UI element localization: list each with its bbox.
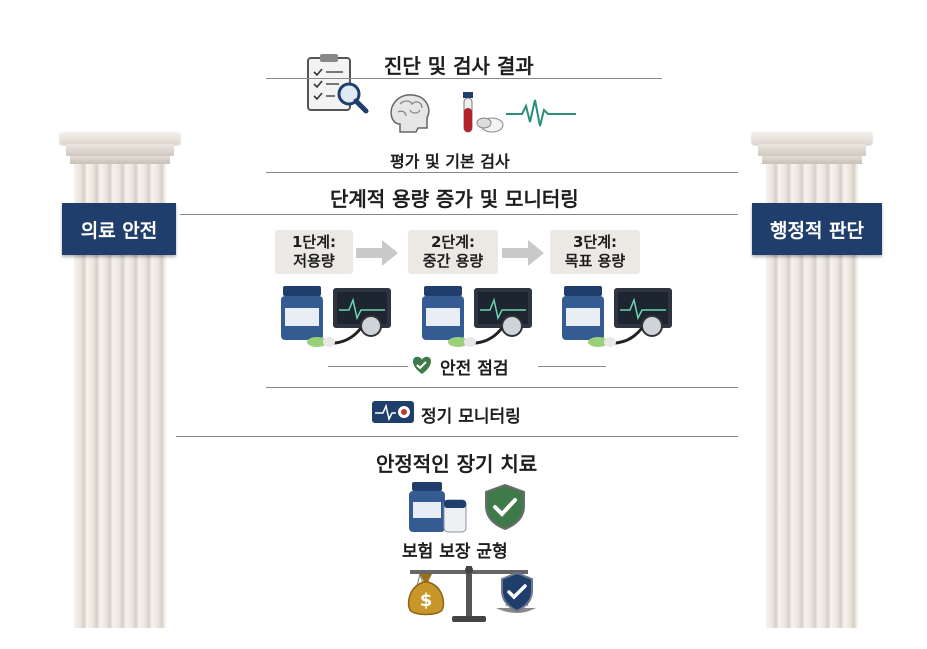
administrative-judgment-banner: 행정적 판단 — [752, 203, 882, 255]
stage-3-dose: 목표 용량 — [564, 252, 626, 270]
insurance-balance-label: 보험 보장 균형 — [402, 542, 508, 562]
divider — [176, 436, 738, 437]
medicine-bottle-icon — [422, 286, 464, 340]
titration-title: 단계적 용량 증가 및 모니터링 — [330, 187, 579, 211]
stage-2-box: 2단계: 중간 용량 — [408, 230, 498, 274]
medication-monitor-group — [277, 282, 395, 354]
svg-text:$: $ — [420, 590, 433, 611]
stage-3-title: 3단계: — [572, 233, 618, 251]
arrow-right-icon — [502, 240, 544, 270]
stage-1-title: 1단계: — [291, 233, 337, 251]
stable-treatment-title: 안정적인 장기 치료 — [376, 452, 538, 476]
diagnosis-title: 진단 및 검사 결과 — [384, 54, 534, 78]
heartbeat-icon — [506, 98, 576, 132]
baseline-label: 평가 및 기본 검사 — [390, 152, 510, 171]
heart-check-icon — [411, 355, 433, 379]
divider — [266, 387, 738, 388]
brain-icon — [386, 92, 434, 138]
arrow-right-icon — [356, 240, 398, 270]
pills-icon — [476, 114, 504, 140]
medical-safety-label: 의료 안전 — [80, 219, 158, 242]
divider — [180, 214, 738, 215]
divider — [266, 172, 738, 173]
shield-check-icon — [484, 483, 526, 534]
administrative-judgment-label: 행정적 판단 — [769, 219, 864, 242]
medication-monitor-group — [558, 282, 676, 354]
medicine-bottle-icon — [281, 286, 323, 340]
medicine-bottle-icon — [406, 482, 468, 538]
medicine-bottle-icon — [562, 286, 604, 340]
monitor-icon — [614, 288, 672, 328]
stage-2-title: 2단계: — [430, 233, 476, 251]
clipboard-search-icon — [305, 52, 371, 114]
blood-tube-icon — [460, 92, 476, 138]
divider — [266, 78, 662, 79]
shield-check-icon — [500, 571, 534, 616]
stage-1-dose: 저용량 — [293, 252, 335, 270]
regular-monitoring-label: 정기 모니터링 — [421, 407, 521, 427]
divider — [538, 366, 606, 367]
money-bag-icon: $ — [406, 572, 446, 620]
ecg-card-icon — [372, 401, 414, 427]
safety-check-label: 안전 점검 — [440, 359, 509, 379]
stage-3-box: 3단계: 목표 용량 — [550, 230, 640, 274]
divider — [328, 366, 408, 367]
stage-2-dose: 중간 용량 — [422, 252, 484, 270]
stage-1-box: 1단계: 저용량 — [275, 230, 353, 274]
medication-monitor-group — [418, 282, 536, 354]
medical-safety-banner: 의료 안전 — [62, 203, 176, 255]
